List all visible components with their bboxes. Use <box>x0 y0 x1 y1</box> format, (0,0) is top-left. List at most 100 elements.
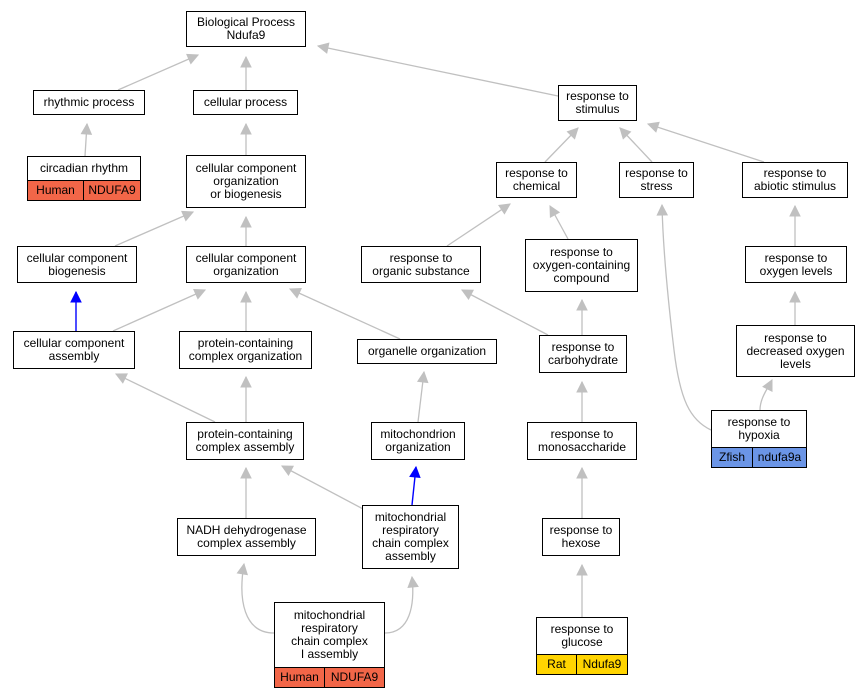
node-label: response to oxygen-containing compound <box>532 245 631 285</box>
node-response-to-stress[interactable]: response to stress <box>619 162 694 198</box>
node-label: mitochondrial respiratory chain complex … <box>372 510 449 563</box>
node-circadian-rhythm[interactable]: circadian rhythm Human NDUFA9 <box>27 156 141 201</box>
node-label: protein-containing complex organization <box>188 336 303 363</box>
species-tags: Zfish ndufa9a <box>712 447 806 467</box>
node-label: response to chemical <box>505 166 568 193</box>
node-response-to-oxygen-levels[interactable]: response to oxygen levels <box>745 246 847 283</box>
species-tag[interactable]: Human <box>275 668 324 687</box>
arrowhead <box>789 204 801 217</box>
gene-tag[interactable]: ndufa9a <box>752 448 806 467</box>
node-response-to-glucose[interactable]: response to glucose Rat Ndufa9 <box>536 617 628 675</box>
node-protein-containing-complex-assembly[interactable]: protein-containing complex assembly <box>186 422 304 460</box>
edge-mrcc1-to-nadh_assembly <box>241 563 275 634</box>
node-label: response to abiotic stimulus <box>753 166 837 193</box>
arrowhead <box>240 290 252 303</box>
node-cellular-component-assembly[interactable]: cellular component assembly <box>13 331 135 369</box>
node-label: response to decreased oxygen levels <box>746 330 845 371</box>
arrowhead <box>114 373 128 384</box>
node-label: cellular process <box>203 95 288 109</box>
node-response-to-organic-substance[interactable]: response to organic substance <box>361 246 481 283</box>
edge-resp_organic-to-resp_chemical <box>446 203 511 247</box>
arrowhead <box>236 562 249 576</box>
node-label: response to monosaccharide <box>537 427 627 454</box>
arrowhead <box>619 127 632 140</box>
node-cellular-component-biogenesis[interactable]: cellular component biogenesis <box>17 246 137 283</box>
node-mitochondrion-organization[interactable]: mitochondrion organization <box>371 422 465 460</box>
arrowhead <box>498 203 511 215</box>
node-label: mitochondrion organization <box>380 427 456 454</box>
species-tag[interactable]: Rat <box>537 655 576 674</box>
node-response-to-oxygen-containing-compound[interactable]: response to oxygen-containing compound <box>525 239 638 292</box>
arrowhead <box>566 127 579 140</box>
edge-resp_abiotic-to-resp_stimulus <box>647 123 765 163</box>
arrowhead <box>181 210 195 222</box>
node-response-to-carbohydrate[interactable]: response to carbohydrate <box>539 335 627 373</box>
node-response-to-hexose[interactable]: response to hexose <box>542 518 620 556</box>
arrowhead <box>193 288 207 300</box>
arrowhead <box>80 122 93 135</box>
node-cellular-component-organization[interactable]: cellular component organization <box>186 246 306 283</box>
species-tag[interactable]: Zfish <box>712 448 752 467</box>
species-tag[interactable]: Human <box>28 181 83 200</box>
node-label: response to glucose <box>550 622 614 649</box>
node-label: cellular component organization or bioge… <box>195 161 297 201</box>
node-rhythmic-process[interactable]: rhythmic process <box>33 90 145 115</box>
node-label: protein-containing complex assembly <box>195 427 295 454</box>
node-mitochondrial-respiratory-chain-complex-i-assembly[interactable]: mitochondrial respiratory chain complex … <box>274 602 385 688</box>
arrowhead <box>70 290 82 303</box>
node-label: cellular component biogenesis <box>26 250 128 278</box>
arrowhead <box>240 466 252 479</box>
node-protein-containing-complex-organization[interactable]: protein-containing complex organization <box>179 331 312 369</box>
edge-cc_assembly-to-cc_organization <box>112 289 206 332</box>
node-label: response to oxygen levels <box>759 250 833 278</box>
gene-tag[interactable]: NDUFA9 <box>324 668 384 687</box>
edge-organelle_org-to-cc_organization <box>289 288 401 340</box>
arrowhead <box>186 53 200 65</box>
species-tags: Rat Ndufa9 <box>537 654 627 674</box>
arrowhead <box>288 288 302 299</box>
gene-tag[interactable]: Ndufa9 <box>576 655 627 674</box>
arrowhead <box>240 55 252 68</box>
node-nadh-dehydrogenase-complex-assembly[interactable]: NADH dehydrogenase complex assembly <box>177 518 316 556</box>
node-label: response to organic substance <box>372 250 470 278</box>
node-label: Biological Process Ndufa9 <box>196 15 296 42</box>
node-cellular-component-organization-or-biogenesis[interactable]: cellular component organization or bioge… <box>186 155 306 208</box>
edge-resp_carbohydrate-to-resp_organic <box>461 289 549 336</box>
arrowhead <box>240 122 252 135</box>
node-mitochondrial-respiratory-chain-complex-assembly[interactable]: mitochondrial respiratory chain complex … <box>362 505 459 569</box>
arrowhead <box>409 465 421 479</box>
node-response-to-abiotic-stimulus[interactable]: response to abiotic stimulus <box>742 162 848 198</box>
gene-tag[interactable]: NDUFA9 <box>83 181 140 200</box>
node-label: response to stress <box>625 166 688 193</box>
node-response-to-stimulus[interactable]: response to stimulus <box>558 85 637 121</box>
node-label: cellular component organization <box>195 250 297 278</box>
node-response-to-hypoxia[interactable]: response to hypoxia Zfish ndufa9a <box>711 410 807 468</box>
edge-mrcca-to-pcc_assembly <box>281 465 366 511</box>
arrowhead <box>646 121 660 133</box>
node-response-to-monosaccharide[interactable]: response to monosaccharide <box>527 422 637 460</box>
node-response-to-chemical[interactable]: response to chemical <box>496 162 577 198</box>
node-label: NADH dehydrogenase complex assembly <box>186 523 307 550</box>
node-organelle-organization[interactable]: organelle organization <box>357 339 497 364</box>
arrowhead <box>240 375 252 388</box>
edge-resp_stimulus-to-root <box>317 45 559 97</box>
arrowhead <box>407 575 419 589</box>
node-cellular-process[interactable]: cellular process <box>193 90 298 115</box>
species-tags: Human NDUFA9 <box>28 180 140 200</box>
edge-cc_biogenesis-to-ccob <box>114 211 194 247</box>
arrowhead <box>656 203 669 216</box>
species-tags: Human NDUFA9 <box>275 667 384 687</box>
node-label: circadian rhythm <box>39 161 129 175</box>
node-biological-process[interactable]: Biological Process Ndufa9 <box>186 11 306 47</box>
arrowhead <box>416 370 429 384</box>
arrowhead <box>549 205 561 218</box>
arrowhead <box>789 290 801 303</box>
node-label: response to carbohydrate <box>547 340 619 367</box>
edge-rhythmic-to-root <box>117 54 199 91</box>
node-label: response to hypoxia <box>727 415 791 442</box>
node-label: rhythmic process <box>43 95 135 109</box>
edge-resp_hypoxia-to-resp_stress <box>661 204 712 431</box>
node-response-to-decreased-oxygen-levels[interactable]: response to decreased oxygen levels <box>736 325 855 377</box>
